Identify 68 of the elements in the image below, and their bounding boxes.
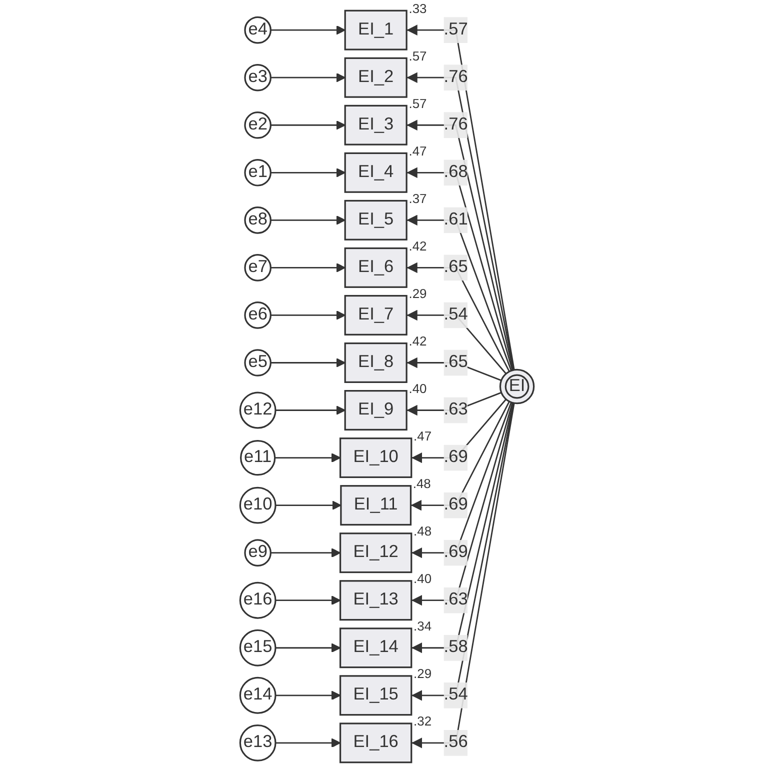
path-arrow	[270, 72, 346, 82]
error-term-circle: e16	[239, 582, 276, 619]
indicator-box: EI_10	[339, 438, 412, 478]
indicator-box: EI_9	[344, 390, 408, 430]
error-term-circle: e14	[239, 676, 276, 714]
path-arrow	[270, 25, 346, 35]
squared-correlation-label: .48	[414, 524, 432, 539]
error-term-circle: e2	[244, 111, 272, 139]
error-term-circle: e4	[244, 16, 272, 44]
latent-variable-ellipse: EI	[499, 368, 535, 404]
squared-correlation-label: .34	[414, 618, 432, 634]
path-arrow	[276, 596, 341, 606]
path-arrow	[276, 643, 341, 653]
error-term-circle: e11	[240, 440, 276, 476]
indicator-box: EI_11	[340, 485, 412, 526]
path-arrow	[270, 120, 346, 130]
indicator-box: EI_6	[344, 247, 408, 288]
squared-correlation-label: .33	[408, 2, 427, 16]
error-term-circle: e9	[244, 539, 272, 566]
squared-correlation-label: .47	[408, 143, 427, 158]
squared-correlation-label: .48	[412, 476, 431, 492]
error-term-circle: e3	[244, 64, 272, 92]
squared-correlation-label: .29	[408, 286, 427, 301]
path-arrow	[276, 690, 341, 700]
squared-correlation-label: .40	[414, 571, 432, 586]
path-arrow	[406, 120, 514, 370]
path-arrow	[276, 500, 342, 510]
path-arrow	[274, 453, 341, 463]
path-arrow	[411, 402, 514, 606]
squared-correlation-label: .57	[408, 48, 427, 64]
error-term-circle: e13	[239, 724, 276, 762]
indicator-box: EI_5	[344, 200, 408, 240]
squared-correlation-label: .47	[414, 428, 432, 444]
error-term-circle: e5	[244, 349, 272, 376]
error-term-circle: e7	[244, 254, 272, 282]
error-term-circle: e6	[244, 302, 272, 329]
path-arrow	[270, 548, 341, 558]
indicator-box: EI_12	[339, 532, 412, 574]
indicator-box: EI_13	[339, 580, 412, 621]
indicator-box: EI_15	[339, 675, 412, 716]
path-arrow	[270, 215, 346, 225]
error-term-circle: e15	[239, 629, 276, 666]
error-term-circle: e12	[239, 392, 276, 429]
squared-correlation-label: .37	[408, 190, 427, 206]
squared-correlation-label: .42	[408, 333, 427, 348]
squared-correlation-label: .57	[408, 96, 427, 111]
error-term-circle: e8	[244, 206, 272, 234]
indicator-box: EI_3	[344, 104, 408, 146]
indicator-box: EI_1	[344, 10, 408, 50]
squared-correlation-label: .42	[408, 238, 427, 254]
path-arrow	[276, 406, 346, 416]
path-arrow	[276, 738, 341, 748]
path-arrow	[270, 262, 346, 272]
path-arrow	[270, 310, 346, 320]
squared-correlation-label: .29	[414, 666, 432, 682]
path-arrow	[406, 167, 514, 371]
indicator-box: EI_14	[339, 628, 412, 668]
error-term-circle: e1	[244, 159, 272, 186]
indicator-box: EI_4	[344, 152, 408, 193]
error-term-circle: e10	[239, 486, 276, 524]
indicator-box: EI_8	[344, 342, 408, 383]
squared-correlation-label: .32	[414, 714, 432, 729]
indicator-box: EI_16	[339, 722, 412, 764]
squared-correlation-label: .40	[408, 380, 427, 396]
indicator-box: EI_2	[344, 57, 408, 98]
path-arrow	[270, 358, 346, 368]
path-arrow	[270, 168, 346, 178]
indicator-box: EI_7	[344, 294, 408, 336]
